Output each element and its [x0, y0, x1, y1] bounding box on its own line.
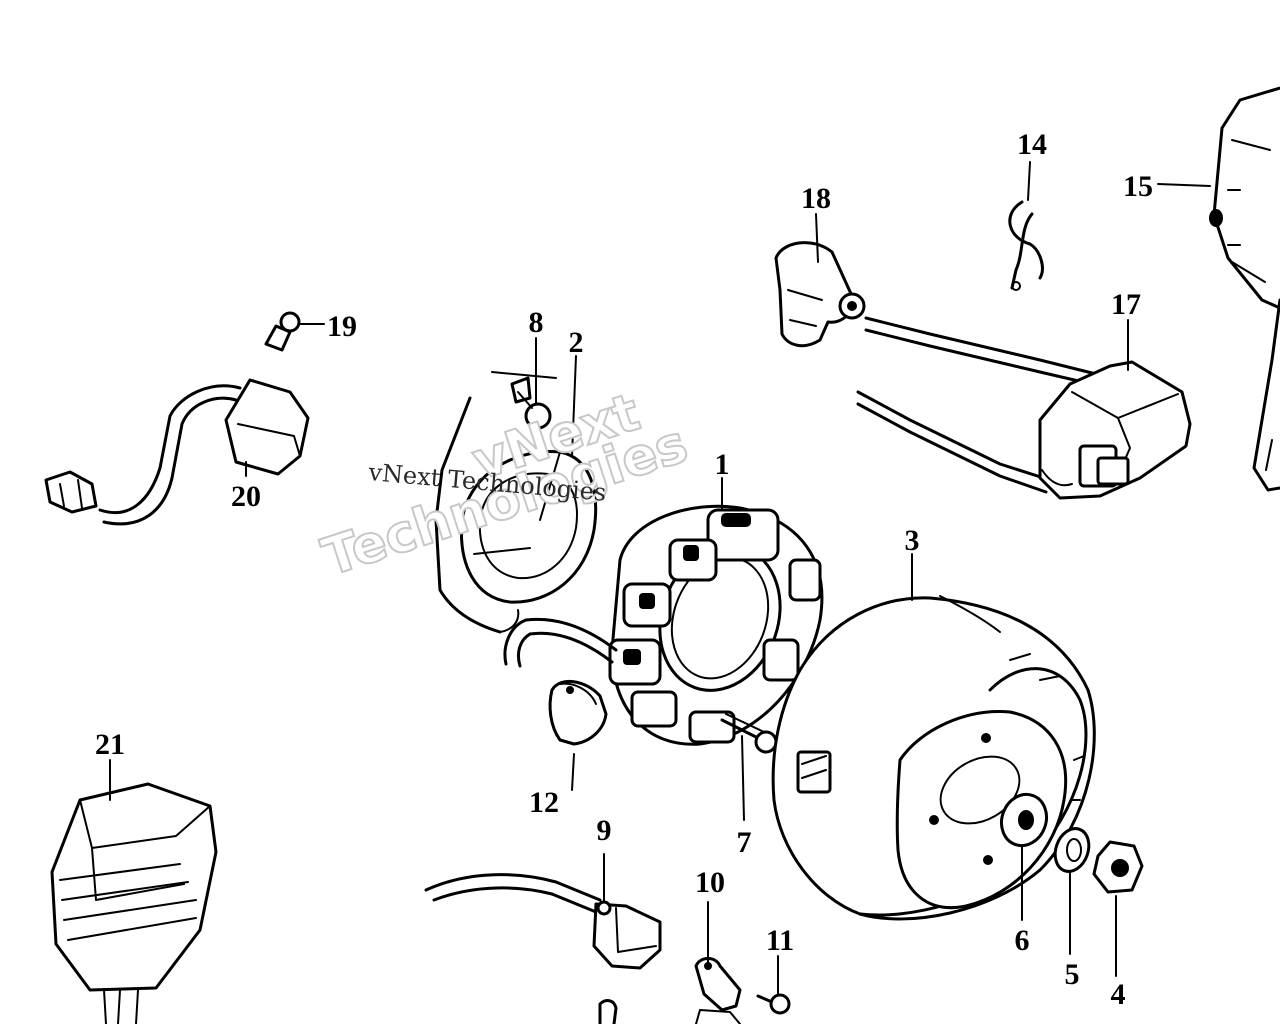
- callout-21: 21: [95, 728, 125, 761]
- callout-20: 20: [231, 480, 261, 513]
- part-21-regulator: [50, 782, 218, 1024]
- callout-18: 18: [801, 182, 831, 215]
- part-3-flywheel: [771, 595, 1096, 921]
- part-1-stator: [503, 504, 824, 746]
- leader-7: [741, 735, 745, 821]
- callout-2: 2: [569, 326, 584, 359]
- callout-4: 4: [1111, 978, 1126, 1011]
- part-11-screw: [756, 993, 791, 1015]
- callout-5: 5: [1065, 958, 1080, 991]
- callout-1: 1: [715, 448, 730, 481]
- callout-3: 3: [905, 524, 920, 557]
- part-partial-bottom: [598, 999, 618, 1024]
- callout-19: 19: [327, 310, 357, 343]
- callout-7: 7: [737, 826, 752, 859]
- callout-17: 17: [1111, 288, 1141, 321]
- part-4-nut: [1092, 840, 1144, 894]
- leader-15: [1157, 183, 1211, 187]
- callout-9: 9: [597, 814, 612, 847]
- callout-15: 15: [1123, 170, 1153, 203]
- part-2-stator-plate: [434, 396, 598, 634]
- callout-6: 6: [1015, 924, 1030, 957]
- part-17-ignition-coil: [856, 316, 1192, 500]
- leader-12: [571, 753, 575, 791]
- part-6-washer: [999, 792, 1049, 848]
- leader-8-2: [491, 371, 557, 379]
- part-15-bracket: [1209, 86, 1280, 492]
- part-12-grommet: [548, 680, 608, 746]
- callout-10: 10: [695, 866, 725, 899]
- callout-8: 8: [529, 306, 544, 339]
- part-5-lock-washer: [1053, 827, 1091, 873]
- leader-18: [815, 213, 819, 263]
- part-18-plug-cap: [774, 241, 866, 348]
- part-20-pulser-unit: [44, 378, 310, 526]
- part-19-screw: [264, 311, 301, 352]
- callout-12: 12: [529, 786, 559, 819]
- part-14-clip: [1008, 200, 1044, 291]
- part-9-pulser: [424, 873, 662, 970]
- leader-14: [1027, 161, 1031, 201]
- leader-2: [571, 355, 577, 457]
- callout-14: 14: [1017, 128, 1047, 161]
- part-10-bracket: [694, 957, 742, 1024]
- callout-11: 11: [766, 924, 794, 957]
- part-8-bolt: [510, 376, 552, 430]
